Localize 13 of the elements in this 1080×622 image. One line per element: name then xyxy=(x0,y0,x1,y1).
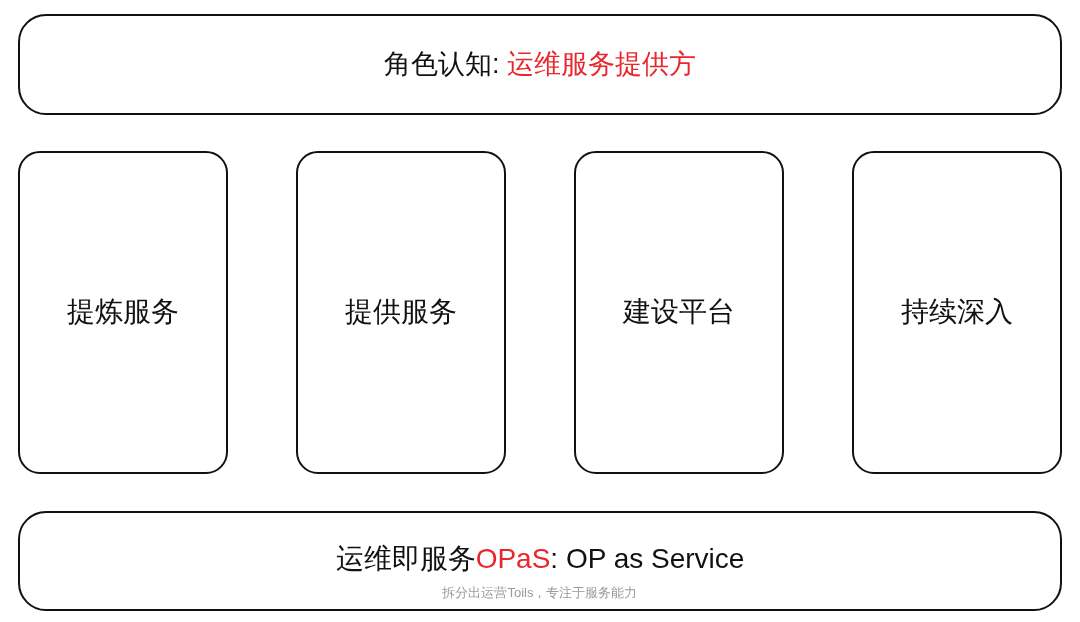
header-box xyxy=(18,14,1062,115)
subtitle-text: 拆分出运营Toils，专注于服务能力 xyxy=(442,585,638,601)
box-label: 提供服务 xyxy=(345,296,457,329)
step-box xyxy=(18,151,228,474)
footer-box xyxy=(18,511,1062,611)
box-label: 提炼服务 xyxy=(67,296,179,329)
heading-text: 角色认知: 运维服务提供方 xyxy=(384,48,696,80)
step-box xyxy=(574,151,784,474)
box-label: 持续深入 xyxy=(901,296,1013,329)
step-box xyxy=(296,151,506,474)
step-box xyxy=(852,151,1062,474)
box-label: 建设平台 xyxy=(623,296,735,329)
heading-text: 运维即服务OPaS: OP as Service xyxy=(335,543,745,576)
